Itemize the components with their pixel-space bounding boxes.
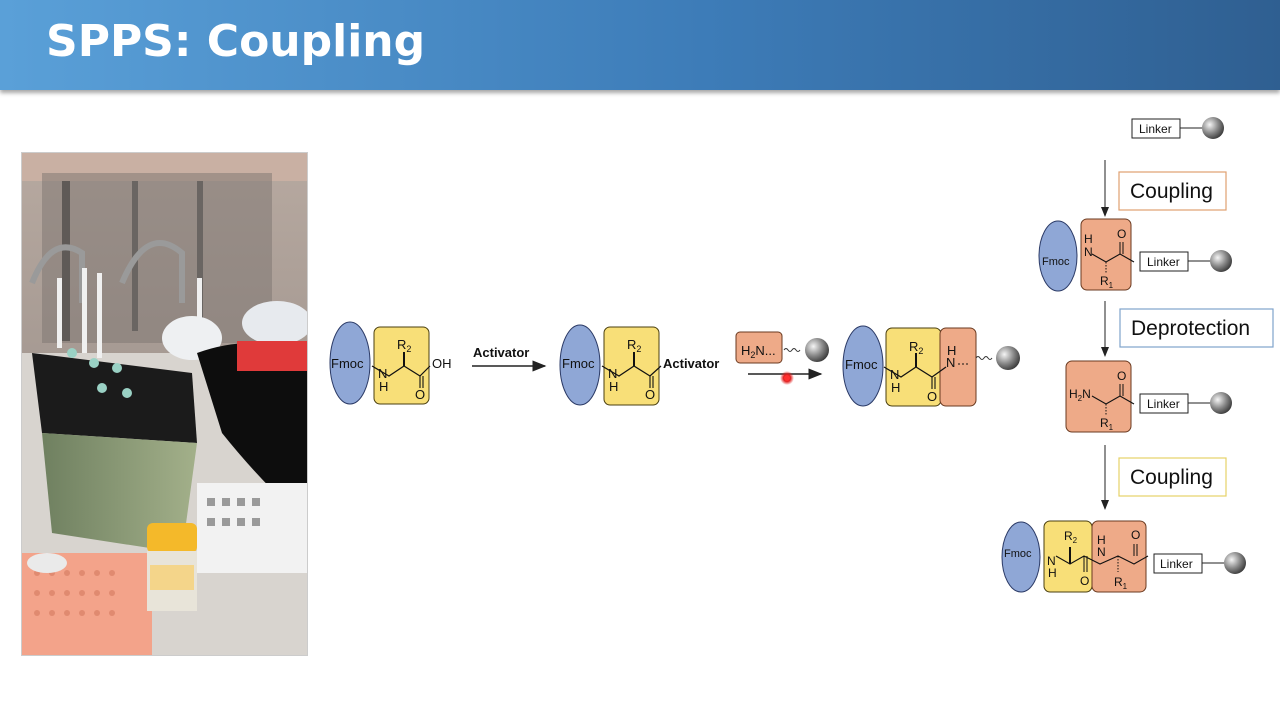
linker-label: Linker — [1147, 255, 1180, 269]
coupling-step-label-2: Coupling — [1130, 466, 1213, 489]
amide-h-label: H — [1097, 533, 1106, 547]
nh-n-label: N — [378, 366, 387, 381]
amide-n-label: N — [1097, 545, 1106, 559]
nh-h-label: H — [891, 380, 900, 395]
fmoc-label: Fmoc — [331, 356, 364, 371]
activated-amino-acid: Fmoc N H R2 O Activator — [559, 324, 719, 406]
amide-n-label: N — [946, 355, 955, 370]
r2-label: R2 — [909, 339, 923, 356]
resin-bead-icon — [1202, 117, 1224, 139]
nh-h-label: H — [1084, 232, 1093, 246]
coupled-product: Fmoc N H R2 O H N — [842, 325, 1020, 407]
h2n-aa1-linker-resin: H2N O R1 Linker — [1065, 360, 1232, 433]
fmoc-label: Fmoc — [1042, 256, 1070, 268]
fmoc-label: Fmoc — [845, 357, 878, 372]
carbonyl-o-label: O — [1117, 227, 1126, 241]
fmoc-amino-acid: Fmoc N H R2 O OH — [329, 321, 452, 405]
resin-bead-icon — [805, 338, 829, 362]
carbonyl-o-label: O — [1080, 574, 1089, 588]
linker-label: Linker — [1160, 557, 1193, 571]
amide-h-label: H — [947, 343, 956, 358]
hydroxyl-label: OH — [432, 356, 452, 371]
carbonyl-o-label: O — [927, 389, 937, 404]
fmoc-label: Fmoc — [562, 356, 595, 371]
resin-bead-icon — [1210, 250, 1232, 272]
slide-title: SPPS: Coupling — [46, 16, 426, 67]
deprotection-step-box — [1119, 308, 1274, 348]
deprotection-step-label: Deprotection — [1131, 317, 1250, 340]
amine-label: H2N... — [741, 343, 776, 360]
linker-label: Linker — [1139, 122, 1172, 136]
nh-h-label: H — [609, 379, 618, 394]
coupling-step-box-1 — [1118, 171, 1227, 211]
coupling-step-label-1: Coupling — [1130, 180, 1213, 203]
nh-h-label: H — [1048, 566, 1057, 580]
linker-resin-start: Linker — [1131, 117, 1224, 139]
activator-label-2: Activator — [663, 356, 719, 371]
r1-label: R1 — [1100, 416, 1114, 432]
resin-bead-icon — [1210, 392, 1232, 414]
nh-n-label: N — [608, 366, 617, 381]
nh-n-label: N — [1047, 554, 1056, 568]
r2-label: R2 — [1064, 529, 1078, 545]
linker-label: Linker — [1147, 397, 1180, 411]
fmoc-dipeptide-linker-resin: Fmoc N H R2 O H N O R1 Linker — [1001, 520, 1246, 593]
fmoc-label: Fmoc — [1004, 548, 1032, 560]
activator-label-1: Activator — [473, 345, 529, 360]
nh-n-label: N — [890, 367, 899, 382]
r1-label: R1 — [1100, 274, 1114, 290]
r1-label: R1 — [1114, 575, 1128, 591]
nh-h-label: H — [379, 379, 388, 394]
lab-photo — [21, 152, 308, 656]
r2-label: R2 — [627, 337, 641, 354]
resin-bead-icon — [996, 346, 1020, 370]
carbonyl-o-label: O — [415, 387, 425, 402]
fmoc-group — [329, 321, 371, 405]
resin-amine-reagent: H2N... — [735, 331, 829, 364]
fmoc-aa1-linker-resin: Fmoc H N O R1 Linker — [1038, 218, 1232, 292]
carbonyl-o-label: O — [1117, 369, 1126, 383]
nh-n-label: N — [1084, 245, 1093, 259]
carbonyl-o-label: O — [645, 387, 655, 402]
amino-acid-box — [373, 326, 430, 405]
r2-label: R2 — [397, 337, 411, 354]
coupling-step-box-2 — [1118, 457, 1227, 497]
carbonyl-o-label-2: O — [1131, 528, 1140, 542]
h2n-label: H2N — [1069, 387, 1091, 403]
title-bar: SPPS: Coupling — [0, 0, 1280, 90]
resin-bead-icon — [1224, 552, 1246, 574]
